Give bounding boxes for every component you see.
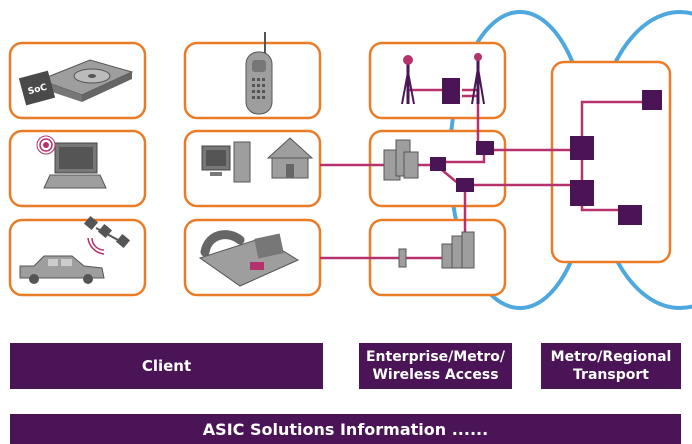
- footer-title: ASIC Solutions Information ......: [10, 414, 681, 444]
- car-panel: [8, 218, 147, 297]
- router-node: [618, 205, 642, 225]
- router-node: [642, 90, 662, 110]
- soc-chip-icon: SoC: [18, 70, 56, 106]
- router-node: [570, 180, 594, 206]
- network-nodes: [430, 78, 662, 225]
- satellite-icon: [83, 215, 131, 255]
- switch-node: [430, 157, 446, 171]
- house-icon: [266, 137, 314, 179]
- soc-chip-label: SoC: [27, 83, 49, 98]
- car-icon: [19, 255, 105, 284]
- switch-node: [442, 78, 460, 104]
- cellphone-icon: [245, 32, 273, 115]
- metro-transport-label: Metro/Regional Transport: [541, 343, 681, 389]
- laptop-icon: [43, 142, 107, 189]
- client-label: Client: [10, 343, 323, 389]
- wireless-access-panel: [368, 41, 507, 120]
- enterprise-access-label: Enterprise/Metro/ Wireless Access: [359, 343, 512, 389]
- wireless-signal-icon: [36, 135, 56, 155]
- antenna-tower-icon: [401, 53, 485, 105]
- office-building-icon: [383, 139, 419, 181]
- metro-equipment-icon: [398, 231, 475, 269]
- desktop-computer-icon: [201, 141, 251, 183]
- desk-phone-icon: [198, 230, 300, 287]
- router-node: [570, 136, 594, 160]
- switch-node: [456, 178, 474, 192]
- switch-node: [476, 141, 494, 155]
